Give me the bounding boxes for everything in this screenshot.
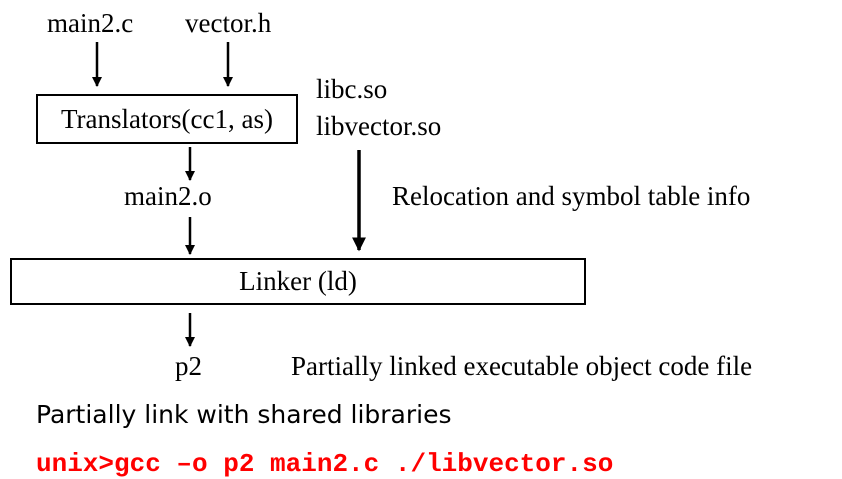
linker-label: Linker (ld) (239, 266, 357, 296)
command-line: unix>gcc –o p2 main2.c ./libvector.so (36, 449, 614, 479)
translators-box: Translators(cc1, as) (36, 94, 298, 144)
linker-box: Linker (ld) (10, 258, 586, 305)
translators-label: Translators(cc1, as) (61, 103, 273, 134)
object-file-label: main2.o (124, 181, 212, 211)
libc-label: libc.so (316, 74, 388, 104)
libvector-label: libvector.so (316, 111, 442, 141)
output-name-label: p2 (175, 351, 202, 381)
relocation-note: Relocation and symbol table info (392, 181, 751, 211)
header-file-label: vector.h (185, 8, 272, 38)
source-file-label: main2.c (47, 8, 134, 38)
caption-text: Partially link with shared libraries (36, 400, 452, 429)
output-description: Partially linked executable object code … (291, 351, 753, 381)
